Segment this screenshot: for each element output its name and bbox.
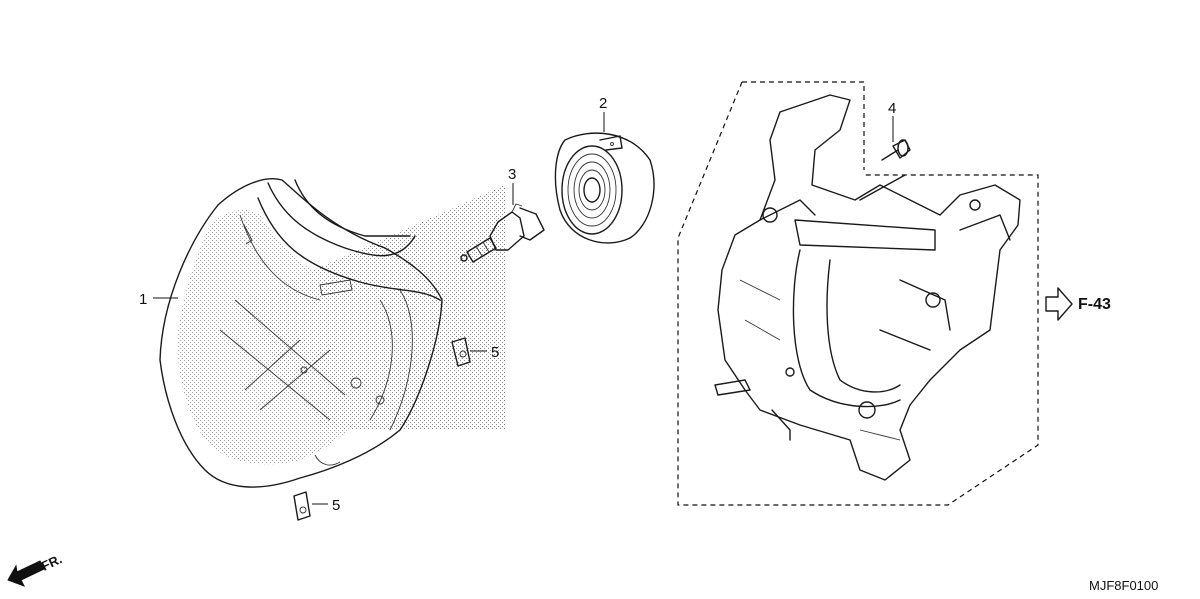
callout-clip-lower: 5 bbox=[332, 497, 340, 514]
dust-cover bbox=[554, 132, 655, 244]
diagram-code: MJF8F0100 bbox=[1089, 578, 1158, 593]
hollow-right-arrow-icon bbox=[1045, 287, 1073, 321]
reference-link[interactable]: F-43 bbox=[1045, 287, 1111, 321]
callout-bulb: 3 bbox=[508, 166, 516, 183]
front-direction-arrow-icon bbox=[7, 560, 45, 587]
bolt bbox=[881, 139, 911, 161]
clip-upper bbox=[451, 337, 471, 367]
headlight-bulb bbox=[460, 203, 545, 263]
callout-dust-cover: 2 bbox=[599, 95, 607, 112]
callout-headlight: 1 bbox=[139, 291, 147, 308]
clip-lower bbox=[293, 491, 311, 521]
direction-label: FR. bbox=[39, 551, 64, 573]
headlight-stay bbox=[677, 81, 1039, 506]
leader-lines bbox=[153, 112, 894, 505]
callout-bolt: 4 bbox=[888, 100, 896, 117]
front-direction-indicator: FR. bbox=[7, 551, 64, 587]
headlight-assembly bbox=[159, 178, 505, 488]
callout-clip-upper: 5 bbox=[491, 344, 499, 361]
reference-label: F-43 bbox=[1078, 296, 1111, 313]
